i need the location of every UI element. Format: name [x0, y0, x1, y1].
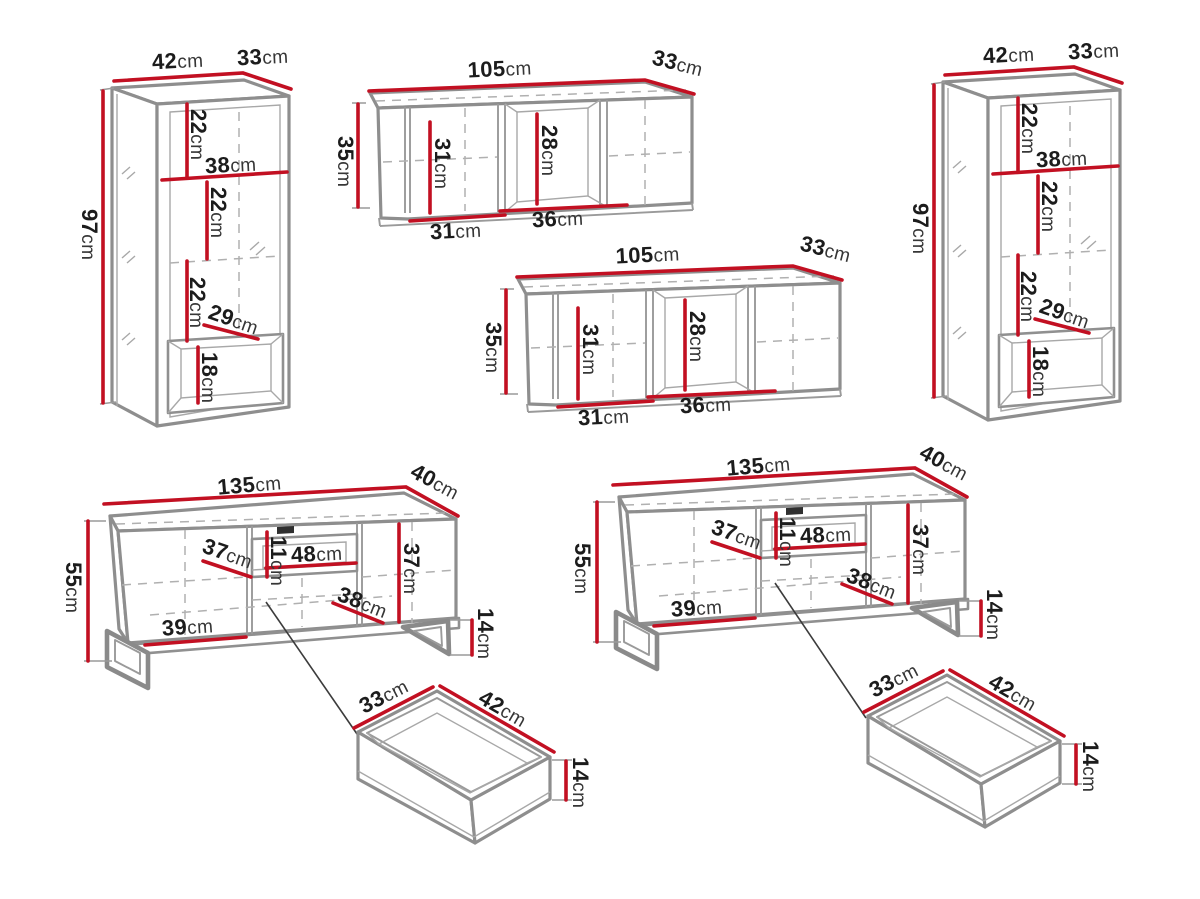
shelf-bottom-width-label: 105cm [615, 240, 680, 268]
tv-left-height-label: 55cm [61, 562, 86, 613]
cabinet-right-height-label: 97cm [908, 203, 933, 254]
tv-right-height-label: 55cm [570, 543, 595, 594]
cabinet-left-niche-label: 18cm [197, 352, 222, 403]
cabinet-right-width-label: 42cm [982, 41, 1035, 69]
tv-left-width-label: 135cm [216, 469, 282, 499]
cabinet-right-low-gap-label: 22cm [1016, 271, 1041, 322]
shelf-bottom-mid-height-label: 28cm [685, 311, 710, 362]
shelf-top-labels: 105cm 33cm 35cm 31cm 28cm 36cm 31cm [333, 45, 706, 245]
drawer-left-height-label: 14cm [568, 757, 593, 808]
tv-left-niche-height-label: 11cm [266, 536, 291, 586]
shelf-bottom-inner-width-label: 31cm [577, 403, 630, 431]
cabinet-right-niche-label: 18cm [1028, 346, 1053, 397]
shelf-bottom-mid-width-label: 36cm [679, 391, 732, 419]
shelf-top-inner-height-label: 31cm [430, 138, 455, 189]
cabinet-left-shelf-width-label: 38cm [204, 151, 257, 179]
cabinet-left-width-label: 42cm [151, 47, 204, 75]
tv-left-leg-height-label: 14cm [473, 608, 498, 659]
shelf-top-depth-label: 33cm [650, 45, 706, 82]
shelf-top-mid-height-label: 28cm [537, 125, 562, 176]
tv-left-niche-width-label: 48cm [290, 540, 343, 568]
cabinet-right-mid-gap-label: 22cm [1037, 181, 1062, 232]
shelf-top-mid-width-label: 36cm [531, 205, 584, 233]
tv-right-niche-width-label: 48cm [799, 521, 852, 549]
shelf-top-inner-width-label: 31cm [429, 217, 482, 245]
drawer-pointer-line-right [774, 582, 867, 719]
tv-right-inner-height-label: 37cm [908, 524, 933, 575]
cabinet-left-mid-gap-label: 22cm [206, 187, 231, 238]
cabinet-left-top-gap-label: 22cm [186, 109, 211, 160]
shelf-top-width-label: 105cm [467, 54, 532, 82]
drawer-right-height-label: 14cm [1078, 741, 1103, 792]
tv-left-door-width-label: 39cm [161, 612, 214, 641]
shelf-bottom-inner-height-label: 31cm [578, 324, 603, 375]
cabinet-left-height-label: 97cm [77, 209, 102, 260]
shelf-bottom-depth-label: 33cm [798, 231, 854, 268]
tv-right-leg-height-label: 14cm [982, 589, 1007, 640]
shelf-bottom-art [498, 264, 844, 414]
drawer-pointer-line-left [265, 601, 358, 735]
cabinet-right-shelf-width-label: 38cm [1035, 145, 1088, 173]
tv-left-inner-height-label: 37cm [399, 543, 424, 594]
tv-right-door-width-label: 39cm [670, 593, 723, 622]
shelf-top-art [350, 78, 696, 228]
cabinet-right-top-gap-label: 22cm [1017, 103, 1042, 154]
tv-right-width-label: 135cm [725, 450, 791, 480]
drawer-right-art [862, 668, 1084, 829]
cabinet-right-depth-label: 33cm [1067, 37, 1120, 65]
drawer-left-art [352, 684, 574, 845]
shelf-bottom-labels: 105cm 33cm 35cm 31cm 28cm 36cm 31cm [481, 231, 854, 431]
cabinet-left-low-gap-label: 22cm [185, 277, 210, 328]
cabinet-left-depth-label: 33cm [236, 43, 289, 71]
shelf-bottom-height-label: 35cm [481, 322, 506, 373]
tv-right-niche-height-label: 11cm [775, 517, 800, 567]
shelf-top-height-label: 35cm [333, 136, 358, 187]
